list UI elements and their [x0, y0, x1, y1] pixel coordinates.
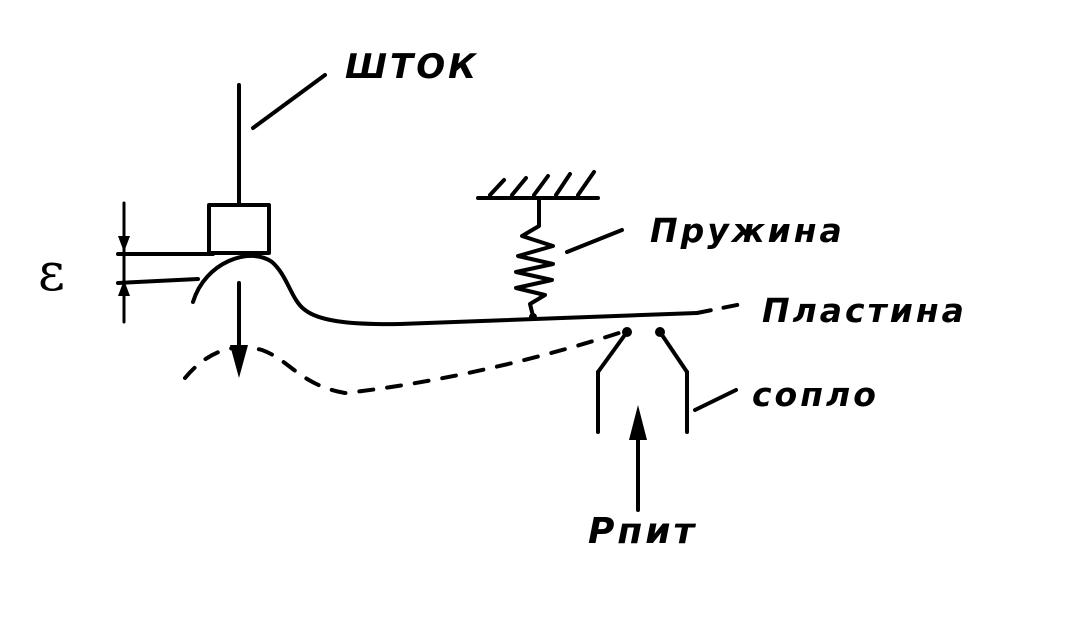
- spring-leader-line: [565, 228, 624, 254]
- plate-deflected-dashed: [183, 330, 624, 395]
- spring-label: Пружина: [650, 211, 845, 250]
- gap-dimension: [116, 201, 215, 324]
- nozzle-label: сопло: [752, 375, 879, 414]
- rod-leader-line: [251, 73, 327, 130]
- spring-coil: [514, 196, 555, 318]
- rod-label: ШТОК: [345, 47, 479, 87]
- gap-epsilon-label: ε: [38, 243, 65, 303]
- spring-attach-point: [529, 313, 537, 321]
- plate-extension-dashed: [695, 302, 744, 315]
- rod-head-block: [207, 203, 271, 255]
- nozzle: [596, 327, 689, 434]
- spring-ground-support: [476, 170, 600, 200]
- supply-arrow-head: [629, 405, 647, 440]
- nozzle-leader-line: [693, 388, 738, 412]
- supply-pressure-label: Рпит: [588, 511, 697, 552]
- plate-line: [191, 253, 699, 327]
- plate-label: Пластина: [762, 291, 967, 330]
- rod-motion-arrow-head: [230, 345, 248, 378]
